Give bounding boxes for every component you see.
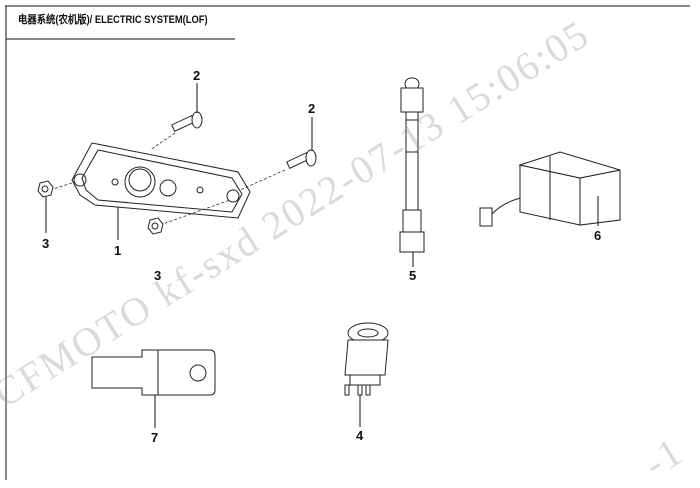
relay-part	[479, 151, 621, 227]
page-title: 电器系统(农机版)/ ELECTRIC SYSTEM(LOF)	[18, 14, 208, 26]
callout-1-lamp: 1	[114, 243, 121, 258]
bolt-part	[171, 111, 317, 169]
terminal-part	[91, 349, 216, 396]
callout-6-relay: 6	[594, 228, 601, 243]
callout-5-harness: 5	[409, 268, 416, 283]
rocker-switch-part	[344, 322, 389, 396]
callout-3-nut: 3	[42, 236, 49, 251]
callout-2-bolt: 2	[193, 68, 200, 83]
callout-4-switch: 4	[356, 428, 364, 443]
callout-7-terminal: 7	[151, 430, 158, 445]
nut-part	[37, 180, 164, 235]
callout-3-nut: 3	[154, 268, 161, 283]
license-lamp-part	[71, 142, 251, 219]
callout-2-bolt: 2	[308, 101, 315, 116]
wire-harness-part	[399, 77, 425, 253]
